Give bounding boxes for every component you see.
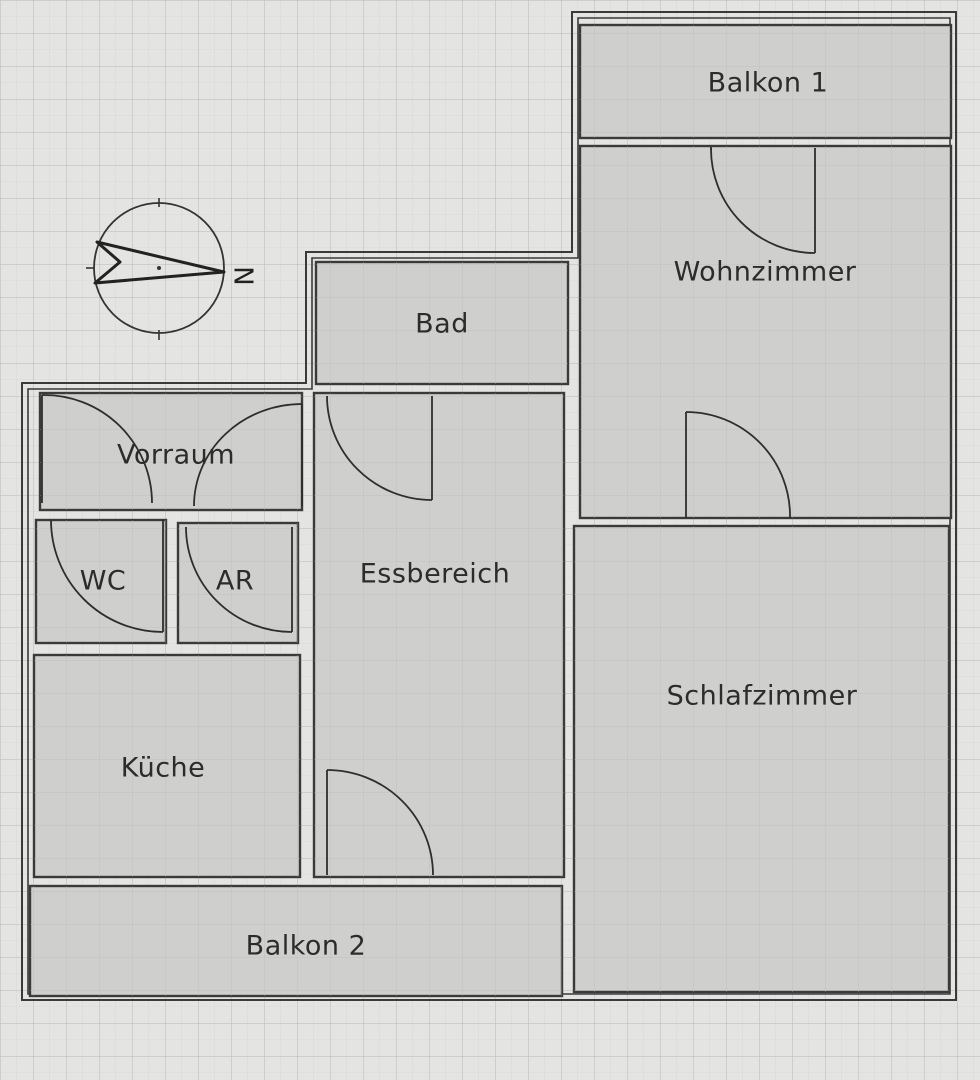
room-ar: AR — [176, 521, 300, 645]
room-label-bad: Bad — [415, 309, 469, 340]
compass: N — [86, 198, 258, 340]
room-balkon-1: Balkon 1 — [578, 23, 953, 140]
room-label-balkon-2: Balkon 2 — [246, 931, 367, 962]
door-vorraum-right — [193, 403, 303, 507]
room-schlafzimmer: Schlafzimmer — [572, 524, 951, 994]
room-wohnzimmer: Wohnzimmer — [578, 144, 953, 520]
room-wc: WC — [34, 518, 168, 645]
room-label-kueche: Küche — [121, 753, 206, 784]
room-essbereich: Essbereich — [312, 391, 566, 879]
room-balkon-2: Balkon 2 — [28, 884, 564, 998]
door-ar — [185, 526, 293, 633]
room-bad: Bad — [314, 260, 570, 386]
doors — [41, 147, 816, 876]
room-kueche: Küche — [32, 653, 302, 879]
room-label-ar: AR — [216, 566, 254, 597]
compass-north-label: N — [228, 266, 258, 285]
door-essbereich-bottom — [326, 769, 434, 876]
room-label-wohnzimmer: Wohnzimmer — [674, 257, 857, 288]
door-wohnzimmer-schlafzimmer — [685, 411, 791, 519]
room-label-schlafzimmer: Schlafzimmer — [667, 681, 858, 712]
door-vorraum-left — [41, 394, 153, 504]
door-wc — [50, 519, 164, 633]
room-label-essbereich: Essbereich — [360, 559, 511, 590]
compass-arrow-icon — [93, 240, 226, 285]
room-label-wc: WC — [80, 566, 127, 597]
room-label-balkon-1: Balkon 1 — [708, 68, 829, 99]
door-essbereich-top — [326, 395, 433, 501]
door-wohnzimmer-balkon — [710, 147, 816, 254]
